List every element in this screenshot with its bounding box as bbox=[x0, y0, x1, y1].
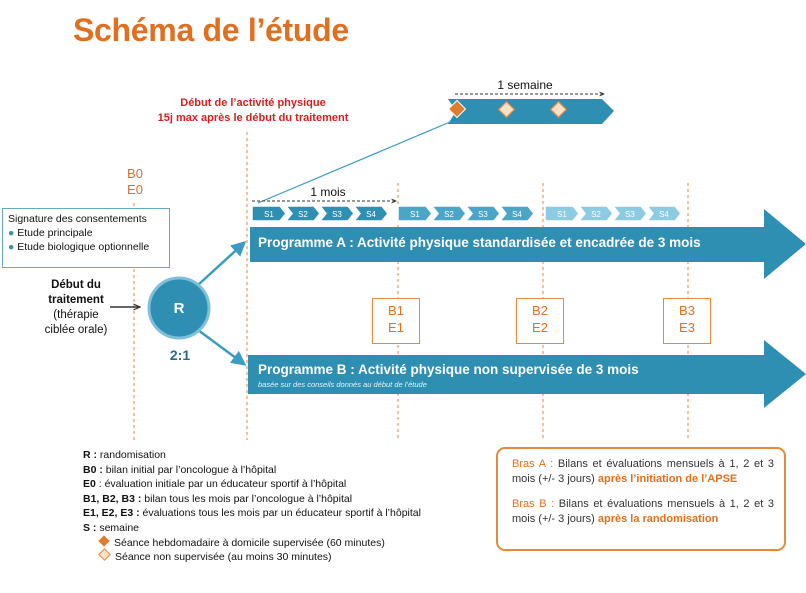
week-segment bbox=[611, 205, 648, 222]
unsupervised-session-diamond bbox=[497, 100, 516, 119]
consent-title: Signature des consentements bbox=[8, 213, 147, 225]
arrow-to-programme-b bbox=[197, 328, 247, 366]
e0-label: E0 bbox=[127, 182, 143, 197]
activity-start-line2: 15j max après le début du traitement bbox=[157, 112, 349, 124]
consent-item-bio: ● Etude biologique optionnelle bbox=[8, 241, 150, 253]
week-span-label: 1 semaine bbox=[497, 78, 553, 92]
week-segment bbox=[645, 205, 682, 222]
week-segment-label: S3 bbox=[478, 210, 488, 219]
bras-b: Bras B : Bilans et évaluations mensuels … bbox=[512, 498, 774, 525]
arrow-to-programme-a bbox=[197, 240, 247, 286]
bilan-b1: B1 bbox=[388, 303, 404, 318]
month-span-label: 1 mois bbox=[310, 185, 345, 199]
treatment-start-label: Début du traitement (thérapie ciblée ora… bbox=[20, 278, 132, 338]
supervised-diamond-icon bbox=[98, 534, 110, 547]
week-segment-label: S1 bbox=[264, 210, 274, 219]
week-segment bbox=[464, 205, 501, 222]
week-segment bbox=[498, 205, 535, 222]
week-segment-label: S2 bbox=[444, 210, 454, 219]
b0-label: B0 bbox=[127, 166, 143, 181]
bras-box: Bras A : Bilans et évaluations mensuels … bbox=[496, 447, 786, 551]
week-segment-label: S2 bbox=[298, 210, 308, 219]
bilan-b3: B3 bbox=[679, 303, 695, 318]
week-connector-line bbox=[257, 121, 451, 204]
week-segment bbox=[544, 205, 580, 222]
activity-start-note: Début de l’activité physique 15j max apr… bbox=[150, 96, 356, 126]
treatment-start-line3: (thérapie bbox=[53, 309, 99, 321]
unsupervised-diamond-icon bbox=[98, 548, 111, 562]
legend-unsupervised: Séance non supervisée (au moins 30 minut… bbox=[83, 548, 421, 565]
legend-e: E1, E2, E3 : évaluations tous les mois p… bbox=[83, 507, 421, 520]
page-title: Schéma de l’étude bbox=[73, 12, 349, 48]
bilan-box-2: B2 E2 bbox=[516, 298, 564, 344]
treatment-start-line2: traitement bbox=[48, 294, 104, 306]
bilan-e2: E2 bbox=[532, 320, 548, 335]
bilan-box-3: B3 E3 bbox=[663, 298, 711, 344]
consent-box: Signature des consentements ● Etude prin… bbox=[2, 208, 170, 268]
programme-a-arrow bbox=[250, 209, 806, 279]
legend-e0: E0 : évaluation initiale par un éducateu… bbox=[83, 478, 347, 491]
week-segment-label: S4 bbox=[659, 210, 669, 219]
baseline-labels: B0 E0 bbox=[124, 166, 146, 198]
week-detail-bar bbox=[448, 99, 614, 124]
bilan-box-1: B1 E1 bbox=[372, 298, 420, 344]
week-segment-label: S3 bbox=[332, 210, 342, 219]
unsupervised-session-diamond bbox=[549, 100, 568, 119]
week-segment bbox=[284, 205, 321, 222]
legend-supervised: Séance hebdomadaire à domicile supervisé… bbox=[83, 534, 421, 551]
legend-b: B1, B2, B3 : bilan tous les mois par l’o… bbox=[83, 492, 353, 505]
week-segment bbox=[430, 205, 467, 222]
randomisation-circle bbox=[147, 276, 211, 340]
bilan-e3: E3 bbox=[679, 320, 695, 335]
programme-b-subtitle: basée sur des conseils donnés au début d… bbox=[258, 380, 427, 389]
bilan-e1: E1 bbox=[388, 320, 404, 335]
bras-a: Bras A : Bilans et évaluations mensuels … bbox=[512, 458, 774, 485]
legend-r: R : randomisation bbox=[83, 449, 166, 461]
treatment-start-line1: Début du bbox=[51, 279, 101, 291]
legend-b0: B0 : bilan initial par l’oncologue à l’h… bbox=[83, 463, 277, 476]
programme-a-label: Programme A : Activité physique standard… bbox=[258, 235, 701, 250]
week-segment-label: S3 bbox=[625, 210, 635, 219]
programme-b-label: Programme B : Activité physique non supe… bbox=[258, 362, 639, 377]
consent-item-main: ● Etude principale bbox=[8, 227, 93, 239]
week-segment bbox=[251, 205, 287, 222]
week-segment bbox=[318, 205, 355, 222]
week-segment bbox=[577, 205, 614, 222]
legend: R : randomisation B0 : bilan initial par… bbox=[83, 448, 421, 565]
supervised-session-diamond bbox=[447, 99, 467, 119]
week-segment-label: S2 bbox=[591, 210, 601, 219]
week-segment bbox=[397, 205, 433, 222]
week-segment-label: S1 bbox=[557, 210, 567, 219]
activity-start-line1: Début de l’activité physique bbox=[180, 97, 326, 109]
randomisation-label: R bbox=[174, 300, 185, 317]
week-segment-label: S4 bbox=[512, 210, 522, 219]
week-segment-label: S4 bbox=[366, 210, 376, 219]
week-segment bbox=[352, 205, 389, 222]
week-segments: S1 S2 S3 S4 S1 S2 S3 S4 S1 S2 S3 S4 bbox=[251, 205, 682, 222]
bilan-b2: B2 bbox=[532, 303, 548, 318]
treatment-start-line4: ciblée orale) bbox=[44, 324, 108, 336]
legend-s: S : semaine bbox=[83, 521, 140, 534]
week-segment-label: S1 bbox=[410, 210, 420, 219]
randomisation-ratio: 2:1 bbox=[170, 347, 190, 363]
programme-b-arrow bbox=[248, 340, 806, 408]
